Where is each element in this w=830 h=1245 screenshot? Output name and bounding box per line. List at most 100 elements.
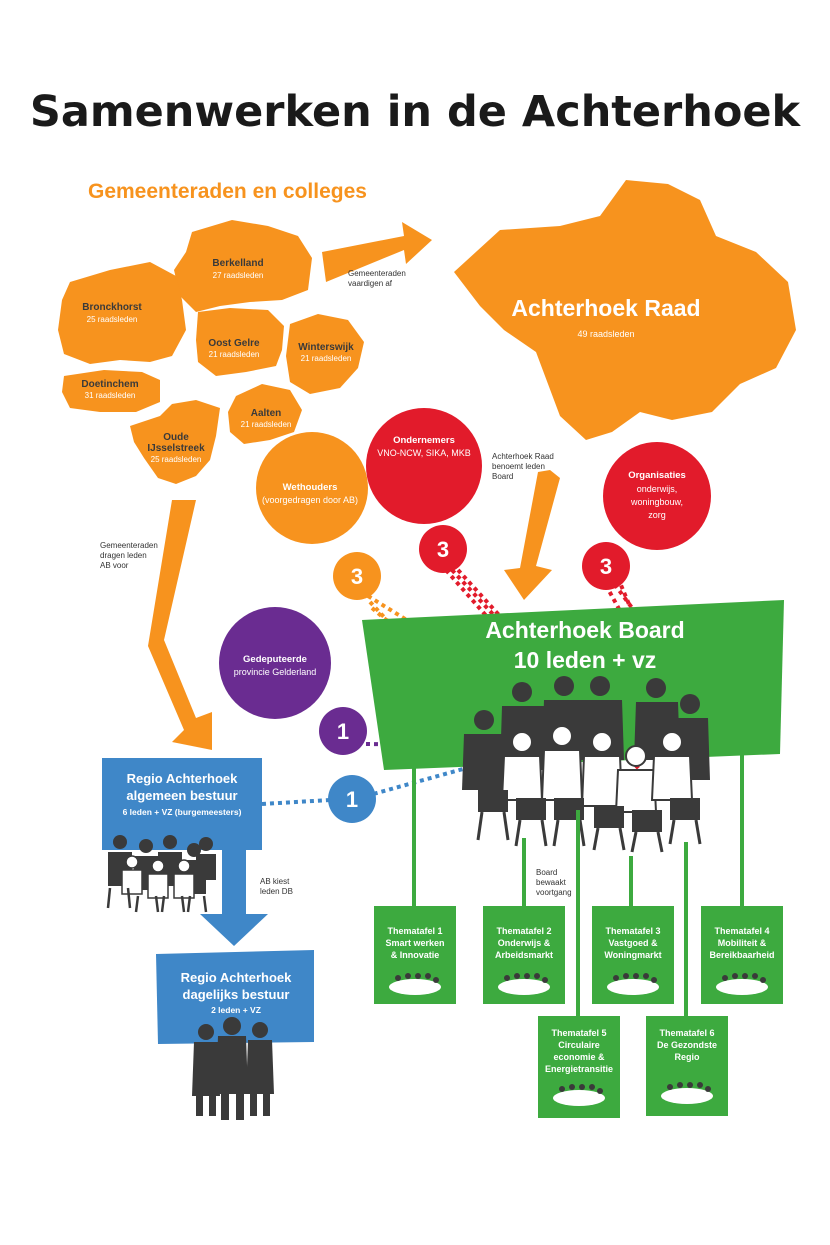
thematafel-title: Thematafel 1 (387, 926, 442, 936)
count-ondernemers (419, 525, 467, 573)
thematafel-1: Thematafel 1 Smart werken & Innovatie (374, 906, 456, 1004)
thematafel-line: Mobiliteit & (718, 938, 767, 948)
muni-seats: 21 raadsleden (209, 350, 260, 359)
board-line1: Achterhoek Board (485, 617, 684, 643)
count-gedeputeerde (319, 707, 367, 755)
muni-name: Oost Gelre (208, 338, 260, 349)
raad-seats: 49 raadsleden (577, 329, 634, 339)
thematafel-title: Thematafel 3 (605, 926, 660, 936)
bubble-title: Wethouders (283, 482, 338, 493)
thematafel-title: Thematafel 6 (659, 1028, 714, 1038)
thematafel-line: Regio (674, 1052, 700, 1062)
arrow-ab-to-db (200, 850, 268, 946)
db-panel (156, 950, 314, 1044)
thematafel-line: & Innovatie (391, 950, 440, 960)
muni-name: Aalten (251, 408, 282, 419)
ab-chairs (106, 887, 208, 913)
bubble-sub: provincie Gelderland (234, 667, 317, 677)
count-organisaties (582, 542, 630, 590)
thematafel-5: Thematafel 5 Circulaire economie & Energ… (538, 1016, 620, 1118)
muni-name: Doetinchem (81, 379, 138, 390)
section-subtitle: Gemeenteraden en colleges (88, 180, 367, 203)
shape-oude-ijsselstreek (130, 400, 220, 484)
count-text: 3 (600, 554, 612, 579)
db-line1: Regio Achterhoek (181, 970, 293, 985)
db-line3: 2 leden + VZ (211, 1005, 261, 1015)
muni-name-2: IJsselstreek (147, 443, 205, 454)
muni-seats: 27 raadsleden (213, 271, 264, 280)
count-text: 1 (337, 719, 349, 744)
arrow-raad-to-board (504, 470, 560, 600)
shape-doetinchem (62, 370, 160, 412)
note-bewaakt: Board (536, 868, 557, 877)
db-line2: dagelijks bestuur (183, 987, 290, 1002)
board-line2: 10 leden + vz (514, 647, 657, 673)
bubble-sub: onderwijs, (637, 484, 678, 494)
shape-bronckhorst (58, 262, 186, 364)
note-kiest: leden DB (260, 887, 293, 896)
count-text: 1 (346, 787, 358, 812)
bubble-sub: VNO-NCW, SIKA, MKB (377, 448, 471, 458)
thematafel-line: Circulaire (558, 1040, 600, 1050)
count-wethouders (333, 552, 381, 600)
note-benoemt: benoemt leden (492, 462, 545, 471)
note-dragen: Gemeenteraden (100, 541, 158, 550)
note-kiest: AB kiest (260, 877, 290, 886)
note-benoemt: Board (492, 472, 513, 481)
municipality-labels: Berkelland 27 raadsleden Bronckhorst 25 … (81, 258, 354, 464)
muni-seats: 25 raadsleden (87, 315, 138, 324)
green-connectors (412, 752, 744, 1016)
note-vaardigen: vaardigen af (348, 279, 393, 288)
thematafel-line: Bereikbaarheid (709, 950, 774, 960)
note-bewaakt: bewaakt (536, 878, 567, 887)
thematafel-title: Thematafel 5 (551, 1028, 606, 1038)
municipality-shapes (58, 220, 364, 484)
shape-achterhoek-raad (454, 180, 796, 440)
ab-line1: Regio Achterhoek (127, 771, 239, 786)
muni-seats: 25 raadsleden (151, 455, 202, 464)
muni-seats: 21 raadsleden (241, 420, 292, 429)
muni-name: Berkelland (212, 258, 263, 269)
muni-name: Bronckhorst (82, 302, 142, 313)
count-ab (328, 775, 376, 823)
count-text: 3 (437, 537, 449, 562)
ab-people-front (121, 855, 195, 899)
raad-name: Achterhoek Raad (511, 295, 700, 321)
thematafel-line: Vastgoed & (608, 938, 658, 948)
thematafel-6: Thematafel 6 De Gezondste Regio (646, 1016, 728, 1116)
shape-winterswijk (286, 314, 364, 394)
thematafel-line: Onderwijs & (498, 938, 551, 948)
thematafel-4: Thematafel 4 Mobiliteit & Bereikbaarheid (701, 906, 783, 1004)
bubble-ondernemers (366, 408, 482, 524)
muni-name: Winterswijk (298, 342, 354, 353)
arrow-to-ab (148, 500, 212, 750)
note-dragen: dragen leden (100, 551, 147, 560)
bubble-sub: woningbouw, (630, 497, 683, 507)
thematafel-line: economie & (553, 1052, 605, 1062)
note-benoemt: Achterhoek Raad (492, 452, 554, 461)
count-text: 3 (351, 564, 363, 589)
table-people-icons (395, 973, 766, 1094)
bubble-sub: zorg (648, 510, 666, 520)
bubble-gedeputeerde (219, 607, 331, 719)
ab-line3: 6 leden + VZ (burgemeesters) (123, 807, 242, 817)
shape-berkelland (174, 220, 312, 312)
board-chair-legs (476, 811, 702, 853)
note-dragen: AB voor (100, 561, 129, 570)
muni-seats: 21 raadsleden (301, 354, 352, 363)
bubble-organisaties (603, 442, 711, 550)
thematafel-title: Thematafel 2 (496, 926, 551, 936)
page-title: Samenwerken in de Achterhoek (30, 87, 802, 137)
thematafel-line: Smart werken (385, 938, 444, 948)
bubble-wethouders (256, 432, 368, 544)
bubble-sub: (voorgedragen door AB) (262, 495, 358, 505)
bubble-title: Gedeputeerde (243, 654, 307, 665)
bubble-title: Ondernemers (393, 435, 455, 446)
shape-aalten (228, 384, 302, 444)
note-vaardigen: Gemeenteraden (348, 269, 406, 278)
muni-seats: 31 raadsleden (85, 391, 136, 400)
arrow-to-raad (322, 222, 432, 282)
thematafel-3: Thematafel 3 Vastgoed & Woningmarkt (592, 906, 674, 1004)
db-people (192, 1017, 274, 1120)
muni-name: Oude (163, 432, 189, 443)
